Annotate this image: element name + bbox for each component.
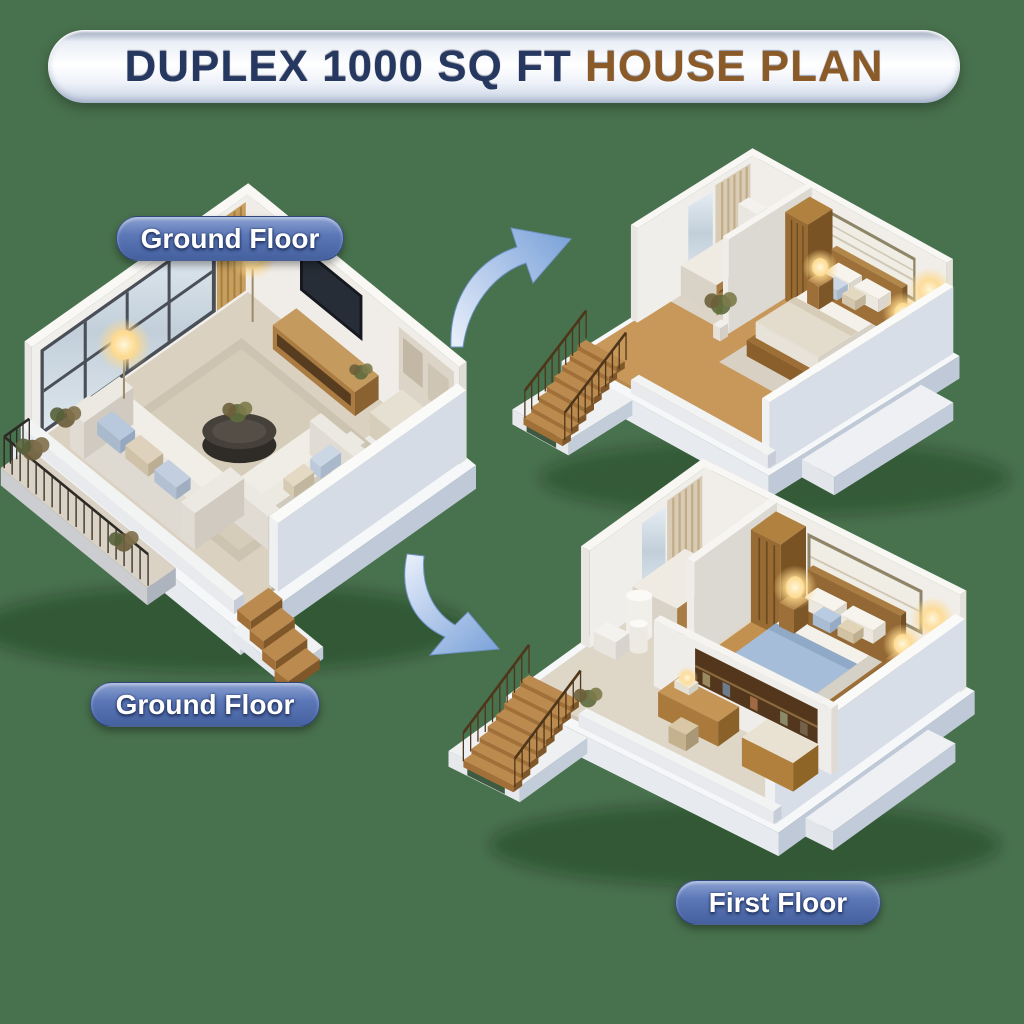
page-title: DUPLEX 1000 SQ FT (124, 41, 572, 91)
ground-floor-label-bottom-text: Ground Floor (115, 688, 295, 720)
ground-floor-label-top-text: Ground Floor (140, 222, 320, 254)
ground-floor-label-top: Ground Floor (116, 216, 344, 261)
ground-floor-label-bottom: Ground Floor (90, 682, 320, 727)
first-floor-plan (448, 458, 1000, 887)
upper-floor-bedroom-plan (512, 148, 1010, 516)
title-banner: DUPLEX 1000 SQ FT HOUSE PLAN (48, 30, 960, 103)
first-floor-label-text: First Floor (708, 886, 848, 918)
first-floor-label: First Floor (675, 880, 881, 925)
page-title-highlight: HOUSE PLAN (585, 41, 884, 91)
curved-arrow-up-icon (450, 227, 572, 348)
curved-arrow-down-icon (404, 553, 500, 656)
